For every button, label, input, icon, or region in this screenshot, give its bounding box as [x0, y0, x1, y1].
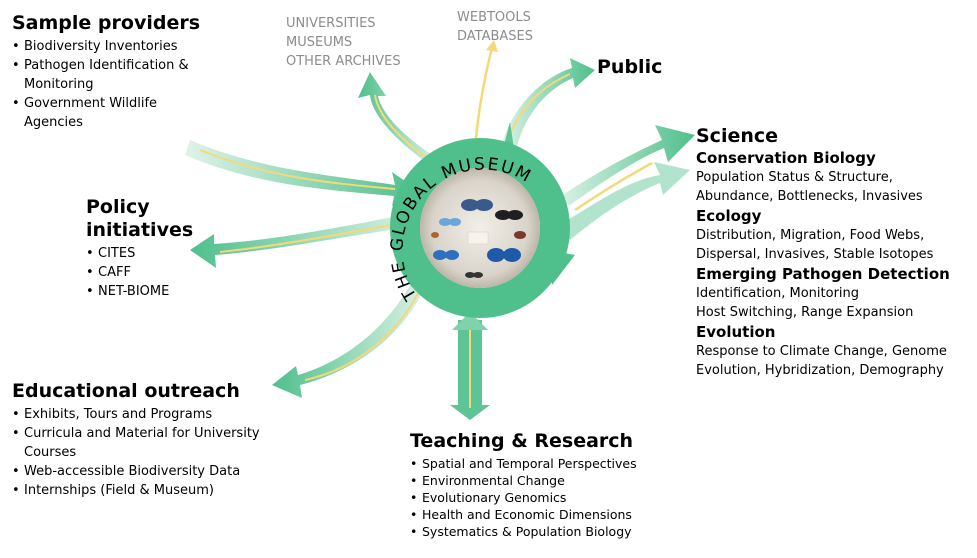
list-item: NET-BIOME: [86, 282, 193, 301]
public-title: Public: [597, 56, 663, 78]
science-line: Host Switching, Range Expansion: [696, 305, 914, 320]
list-item: Internships (Field & Museum): [12, 481, 297, 500]
public-section: Public: [597, 56, 662, 79]
sample-providers-section: Sample providers Biodiversity Inventorie…: [12, 12, 262, 132]
science-heading: Ecology: [696, 207, 762, 225]
sample-providers-list: Biodiversity Inventories Pathogen Identi…: [12, 37, 217, 132]
arrow-yellow-universities: [374, 94, 431, 161]
list-item: Biodiversity Inventories: [12, 37, 217, 56]
list-item: Health and Economic Dimensions: [410, 506, 700, 523]
ring: [390, 138, 570, 318]
education-list: Exhibits, Tours and Programs Curricula a…: [12, 405, 297, 500]
arrow-to-universities: [358, 72, 440, 165]
science-line: Abundance, Bottlenecks, Invasives: [696, 189, 923, 204]
arrow-yellow-education: [304, 277, 426, 381]
list-item: Environmental Change: [410, 472, 700, 489]
list-item: CITES: [86, 244, 193, 263]
science-line: Population Status & Structure,: [696, 170, 893, 185]
science-line: Evolution, Hybridization, Demography: [696, 363, 944, 378]
policy-list: CITES CAFF NET-BIOME: [86, 244, 193, 301]
arrow-webtools-head: [486, 40, 498, 52]
museums-line: MUSEUMS: [286, 35, 353, 50]
arrow-yellow-science: [574, 161, 653, 212]
education-section: Educational outreach Exhibits, Tours and…: [12, 380, 297, 500]
list-item: Evolutionary Genomics: [410, 489, 700, 506]
databases-line: DATABASES: [457, 29, 534, 44]
arrow-yellow-public: [507, 73, 571, 141]
webtools-label: WEBTOOLS DATABASES: [457, 8, 533, 46]
webtools-line: WEBTOOLS: [457, 10, 531, 25]
list-item: Government Wildlife Agencies: [12, 94, 199, 132]
science-title: Science: [696, 125, 779, 147]
arrow-to-science-lower: [560, 162, 690, 240]
science-line: Distribution, Migration, Food Webs,: [696, 228, 925, 243]
science-line: Dispersal, Invasives, Stable Isotopes: [696, 247, 934, 262]
universities-line: UNIVERSITIES: [286, 16, 376, 31]
list-item: Systematics & Population Biology: [410, 523, 700, 540]
arrow-webtools: [473, 47, 494, 151]
ring-arrow-head: [548, 250, 575, 285]
list-item: Web-accessible Biodiversity Data: [12, 462, 297, 481]
science-heading: Emerging Pathogen Detection: [696, 265, 950, 283]
list-item: CAFF: [86, 263, 193, 282]
teaching-title: Teaching & Research: [410, 430, 634, 452]
arrow-from-sample-providers: [185, 140, 418, 206]
teaching-list: Spatial and Temporal Perspectives Enviro…: [410, 455, 700, 540]
list-item: Spatial and Temporal Perspectives: [410, 455, 700, 472]
arrow-to-science: [555, 125, 695, 205]
list-item: Exhibits, Tours and Programs: [12, 405, 297, 424]
science-line: Response to Climate Change, Genome: [696, 344, 947, 359]
sample-providers-title: Sample providers: [12, 12, 201, 34]
arrow-to-public: [500, 58, 595, 155]
butterfly-icons: [431, 199, 526, 278]
teaching-section: Teaching & Research Spatial and Temporal…: [410, 430, 700, 540]
archives-line: OTHER ARCHIVES: [286, 54, 401, 69]
list-item: Pathogen Identification & Monitoring: [12, 56, 217, 94]
arrow-yellow-sample: [199, 149, 396, 190]
arrow-up-head-teaching: [452, 312, 488, 330]
science-heading: Conservation Biology: [696, 149, 876, 167]
universities-label: UNIVERSITIES MUSEUMS OTHER ARCHIVES: [286, 14, 401, 71]
science-heading: Evolution: [696, 323, 776, 341]
list-item: Curricula and Material for University Co…: [12, 424, 297, 462]
science-line: Identification, Monitoring: [696, 286, 860, 301]
education-title: Educational outreach: [12, 380, 240, 402]
science-section: Science Conservation Biology Population …: [696, 125, 976, 380]
